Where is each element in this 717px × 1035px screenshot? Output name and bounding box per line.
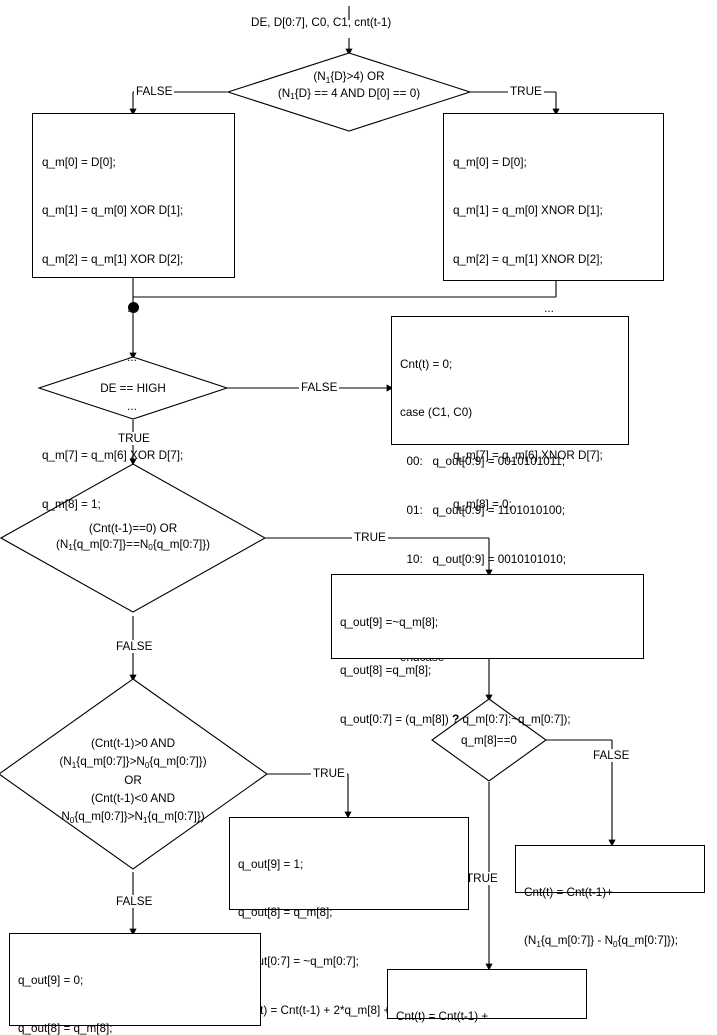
xnor-l0: q_m[0] = D[0];	[453, 155, 527, 169]
xor-l1: q_m[1] = q_m[0] XOR D[1];	[42, 204, 184, 218]
cf-l2b: {q_m[0:7]} - N	[540, 934, 614, 948]
xor-l6: q_m[7] = q_m[6] XOR D[7];	[42, 448, 184, 462]
tern-l3a: q_out[0:7] = (q_m[8])	[340, 713, 453, 727]
d3-line1: (Cnt(t-1)==0) OR	[88, 522, 178, 535]
d1-line1-pre: (N	[313, 70, 326, 83]
xor-l4: ...	[127, 351, 137, 365]
cf-l2c: {q_m[0:7]});	[617, 934, 679, 948]
process-cnt-update-false: Cnt(t) = Cnt(t-1)+ (N1{q_m[0:7]} - N0{q_…	[515, 845, 705, 949]
d3-line2-b: {q_m[0:7]}==N	[72, 537, 149, 551]
d4-l0: (Cnt(t-1)>0 AND	[90, 737, 176, 750]
d4-l3: (Cnt(t-1)<0 AND	[90, 792, 176, 805]
process-xor-code: q_m[0] = D[0]; q_m[1] = q_m[0] XOR D[1];…	[33, 114, 234, 546]
d4-l2: OR	[124, 774, 142, 787]
inv-l1: q_out[9] = 1;	[238, 857, 304, 871]
qout-ternary-code: q_out[9] =~q_m[8]; q_out[8] =q_m[8]; q_o…	[332, 575, 643, 761]
nin-l1: q_out[9] = 0;	[18, 973, 84, 987]
ct-l1: Cnt(t) = Cnt(t-1) +	[396, 1009, 489, 1023]
inputs-label: DE, D[0:7], C0, C1, cnt(t-1)	[251, 16, 392, 29]
tern-l3c: q_m[0:7]:~q_m[0:7]);	[459, 713, 571, 727]
xnor-l3: ...	[544, 302, 554, 316]
edge-label-d5-false: FALSE	[591, 749, 632, 762]
decision-qm8-eq-zero-text: q_m[8]==0	[461, 734, 517, 747]
tern-l3b: ?	[452, 713, 460, 727]
cf-l2s1: 1	[536, 939, 541, 949]
process-noninvert-qout: q_out[9] = 0; q_out[8] = q_m[8]; q_out[0…	[9, 933, 261, 1035]
xnor-l1: q_m[1] = q_m[0] XNOR D[1];	[453, 204, 603, 218]
decision-cnt-zero-or-balanced-text: (Cnt(t-1)==0) OR (N1{q_m[0:7]}==N0{q_m[0…	[56, 521, 210, 553]
cnt-true-code: Cnt(t) = Cnt(t-1) + (N0{q_m[0:7]} - N1{q…	[388, 970, 586, 1035]
d1-line2-pre: (N	[277, 86, 291, 100]
d4-l1-sub1: 1	[71, 760, 77, 770]
xor-l7: q_m[8] = 1;	[42, 497, 101, 511]
edge-label-d5-true: TRUE	[464, 872, 500, 885]
xnor-l6: q_m[7] = q_m[6] XNOR D[7];	[453, 448, 603, 462]
d1-line2-sub: 1	[290, 92, 295, 102]
xor-l0: q_m[0] = D[0];	[42, 155, 116, 169]
case-l2: 00: q_out[0:9] = 0010101011;	[400, 455, 566, 469]
d4-l4: N0{q_m[0:7]}>N1{q_m[0:7]})	[61, 810, 205, 825]
xnor-l7: q_m[8] = 0;	[453, 497, 512, 511]
tern-l1: q_out[9] =~q_m[8];	[340, 615, 439, 629]
d4-l4-sub2: 1	[142, 815, 148, 825]
inv-l2: q_out[8] = q_m[8];	[238, 906, 333, 920]
edge-label-d4-true: TRUE	[311, 767, 347, 780]
nin-l2: q_out[8] = q_m[8];	[18, 1022, 113, 1035]
d3-line2-c: {q_m[0:7]})	[152, 537, 211, 551]
edge-label-d3-true: TRUE	[352, 531, 388, 544]
d4-l1-sub2: 0	[144, 760, 150, 770]
d3-line2-sub2: 0	[148, 543, 153, 553]
xor-l2: q_m[2] = q_m[1] XOR D[2];	[42, 253, 184, 267]
edge-label-d1-false: FALSE	[134, 85, 175, 98]
process-invert-qout: q_out[9] = 1; q_out[8] = q_m[8]; q_out[0…	[229, 817, 469, 1017]
process-xnor-code: q_m[0] = D[0]; q_m[1] = q_m[0] XNOR D[1]…	[444, 114, 663, 546]
process-xor: q_m[0] = D[0]; q_m[1] = q_m[0] XOR D[1];…	[32, 113, 235, 511]
edge-label-d1-true: TRUE	[508, 85, 544, 98]
cf-l2a: (N	[524, 934, 537, 948]
edge-label-d3-false: FALSE	[114, 640, 155, 653]
decision-disparity-text: (Cnt(t-1)>0 AND (N1{q_m[0:7]}>N0{q_m[0:7…	[59, 735, 206, 827]
d4-l1: (N1{q_m[0:7]}>N0{q_m[0:7]})	[59, 755, 207, 770]
cf-l1: Cnt(t) = Cnt(t-1)+	[524, 885, 613, 899]
process-xnor: q_m[0] = D[0]; q_m[1] = q_m[0] XNOR D[1]…	[443, 113, 664, 511]
edge-label-d4-false: FALSE	[114, 895, 155, 908]
edge-label-d2-false: FALSE	[299, 381, 340, 394]
case-l0: Cnt(t) = 0;	[400, 357, 453, 371]
process-qout-ternary: q_out[9] =~q_m[8]; q_out[8] =q_m[8]; q_o…	[331, 574, 644, 726]
process-control-period-case: Cnt(t) = 0; case (C1, C0) 00: q_out[0:9]…	[391, 316, 629, 664]
tern-l2: q_out[8] =q_m[8];	[340, 664, 432, 678]
decision-de-high-text: DE == HIGH	[100, 382, 166, 395]
d3-line2-a: (N	[55, 537, 69, 551]
junction-dot	[128, 302, 139, 313]
cf-l2s2: 0	[613, 939, 618, 949]
xor-l5: ...	[127, 400, 137, 414]
d4-l4-sub1: 0	[69, 815, 75, 825]
xnor-l2: q_m[2] = q_m[1] XNOR D[2];	[453, 253, 603, 267]
noninvert-code: q_out[9] = 0; q_out[8] = q_m[8]; q_out[0…	[10, 934, 260, 1035]
edge-label-d2-true: TRUE	[116, 432, 152, 445]
case-l4: 10: q_out[0:9] = 0010101010;	[400, 553, 567, 567]
d3-line2-sub1: 1	[68, 543, 73, 553]
d1-line1-post: {D}>4) OR	[330, 70, 385, 83]
d1-line2-post: {D} == 4 AND D[0] == 0)	[294, 86, 421, 100]
case-l1: case (C1, C0)	[400, 406, 473, 420]
process-cnt-update-true: Cnt(t) = Cnt(t-1) + (N0{q_m[0:7]} - N1{q…	[387, 969, 587, 1023]
cnt-false-code: Cnt(t) = Cnt(t-1)+ (N1{q_m[0:7]} - N0{q_…	[516, 846, 704, 983]
d1-line1-sub: 1	[325, 75, 331, 85]
decision-n1-gt4-text: (N1{D}>4) OR (N1{D} == 4 AND D[0] == 0)	[278, 69, 420, 102]
case-l3: 01: q_out[0:9] = 1101010100;	[400, 504, 566, 518]
